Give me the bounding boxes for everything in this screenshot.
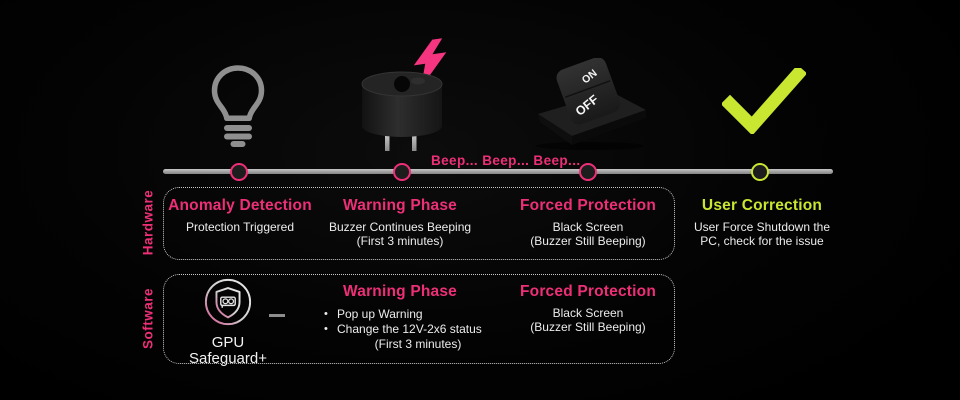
hw-step-user-correction: User Correction User Force Shutdown the … (674, 197, 850, 248)
logo-line1: GPU (211, 334, 245, 351)
hw-step-warning-phase: Warning Phase Buzzer Continues Beeping (… (312, 197, 488, 248)
hw-step-title: User Correction (701, 197, 823, 214)
power-switch-icon: ON OFF (524, 57, 650, 155)
light-bulb-icon (206, 64, 270, 153)
hw-step-line: Buzzer Continues Beeping (328, 220, 472, 234)
software-box (163, 274, 675, 364)
sw-step-line: (Buzzer Still Beeping) (530, 319, 646, 334)
hw-step-line: (First 3 minutes) (356, 233, 444, 248)
hw-step-line: Black Screen (552, 220, 624, 234)
checkmark-icon (720, 64, 808, 139)
beep-text: Beep... Beep... Beep... (431, 153, 581, 168)
timeline-dot-correction (751, 163, 769, 181)
sw-step-bullet: Pop up Warning (322, 307, 488, 322)
hw-step-title: Warning Phase (343, 197, 457, 214)
timeline-dot-warning (393, 163, 411, 181)
logo-line2: Safeguard+ (189, 350, 267, 367)
sw-step-bullet: Change the 12V-2x6 status (322, 322, 488, 337)
hw-step-forced-protection: Forced Protection Black Screen (Buzzer S… (500, 197, 676, 248)
sw-step-forced-protection: Forced Protection Black Screen (Buzzer S… (500, 283, 676, 334)
hw-step-line: (Buzzer Still Beeping) (530, 233, 646, 248)
gpu-safeguard-shield-icon (204, 278, 252, 326)
hardware-box (163, 187, 675, 260)
software-row-label: Software (140, 288, 156, 350)
hw-step-title: Forced Protection (519, 197, 657, 214)
sw-step-title: Forced Protection (519, 283, 657, 300)
hw-step-line: User Force Shutdown the (693, 220, 831, 234)
sw-step-note: (First 3 minutes) (374, 337, 462, 351)
lightning-bolt-icon (409, 38, 454, 94)
timeline-dot-anomaly (230, 163, 248, 181)
hw-step-line: Protection Triggered (185, 220, 295, 234)
hw-step-line: PC, check for the issue (700, 233, 824, 248)
sw-step-title: Warning Phase (343, 283, 457, 300)
buzzer-icon (360, 70, 444, 157)
hw-step-title: Anomaly Detection (168, 197, 312, 214)
hw-step-anomaly-detection: Anomaly Detection Protection Triggered (152, 197, 328, 235)
timeline-line (163, 169, 833, 174)
connector-dash (269, 314, 285, 317)
gpu-safeguard-logo: GPU Safeguard+ (182, 277, 274, 367)
timeline-dot-forced (579, 163, 597, 181)
sw-step-warning-phase: Warning Phase Pop up Warning Change the … (312, 283, 488, 351)
sw-step-line: Black Screen (552, 306, 624, 320)
